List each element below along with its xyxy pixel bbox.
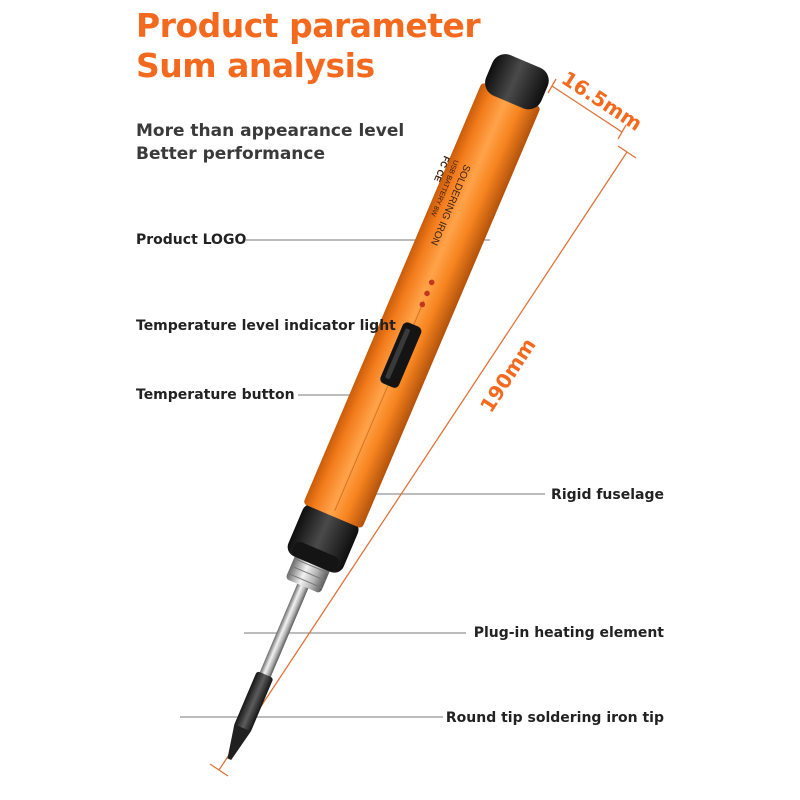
callout-heating-element: Plug-in heating element	[473, 625, 664, 641]
diameter-label: 16.5mm	[557, 66, 646, 136]
tip-shaft	[257, 581, 310, 683]
indicator-light-2	[424, 290, 430, 297]
page-title-line1: Product parameter	[136, 6, 481, 45]
bottom-cone	[291, 541, 339, 572]
tip-sleeve	[234, 671, 273, 733]
callout-temperature-button: Temperature button	[136, 387, 295, 403]
page-title-line2: Sum analysis	[136, 46, 375, 85]
indicator-light-1	[428, 279, 435, 286]
tip-point	[227, 724, 251, 760]
subtitle-line2: Better performance	[136, 144, 326, 164]
indicator-light-3	[419, 301, 426, 308]
callout-rigid-fuselage: Rigid fuselage	[551, 487, 664, 503]
callout-soldering-tip: Round tip soldering iron tip	[445, 710, 664, 726]
diameter-dimension	[547, 78, 627, 140]
subtitle-line1: More than appearance level	[136, 121, 405, 141]
length-dimension	[209, 145, 637, 777]
length-label: 190mm	[475, 334, 541, 417]
top-cap	[485, 54, 549, 110]
callout-indicator-light: Temperature level indicator light	[136, 318, 396, 334]
callout-product-logo: Product LOGO	[136, 232, 247, 248]
soldering-iron: SOLDERING IRON USB BATTERY 8W FC CE	[227, 54, 549, 760]
